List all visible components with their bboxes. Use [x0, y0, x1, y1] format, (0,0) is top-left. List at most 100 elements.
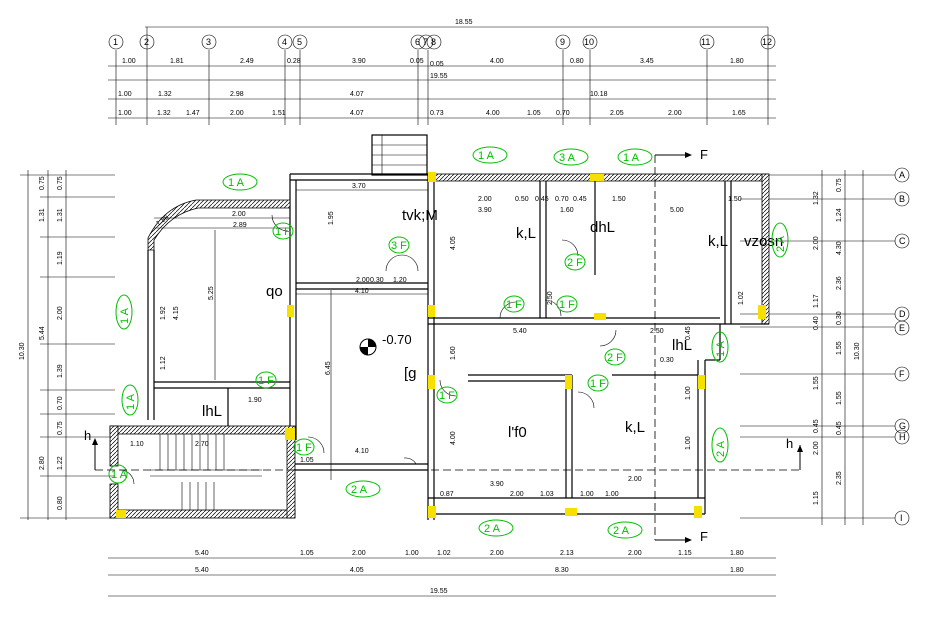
- dim-label: 1.20: [393, 277, 407, 284]
- dim-label: 1.15: [678, 550, 692, 557]
- dim-label: 2.00: [57, 306, 64, 320]
- dim-label: 0.30: [660, 357, 674, 364]
- dim-label: 0.30: [836, 311, 843, 325]
- tag-label: 1 A: [125, 393, 137, 410]
- tag-label: 2 F: [567, 257, 583, 269]
- dim-label: 2.00: [352, 550, 366, 557]
- axis-bubble-label: A: [899, 170, 905, 180]
- axis-bubble-label: 5: [297, 37, 302, 47]
- axis-bubbles-top: 1 2 3 4 5 6 7 8 9 10 11 12: [108, 34, 776, 50]
- level-marker: -0.70: [359, 332, 412, 356]
- dim-label: 2.00: [813, 236, 820, 250]
- dim-label: 1.60: [560, 207, 574, 214]
- dim-label: 0.70: [57, 396, 64, 410]
- doors: [119, 214, 617, 485]
- section-mark-label: F: [700, 147, 708, 162]
- dim-label: 4.15: [173, 306, 180, 320]
- dim-label: 2.00: [628, 476, 642, 483]
- room-label: vzosn: [744, 233, 783, 250]
- dim-label: 4.00: [486, 110, 500, 117]
- dim-label: 0.75: [57, 421, 64, 435]
- dim-label: 3.90: [352, 58, 366, 65]
- dim-label: 4.05: [450, 236, 457, 250]
- axis-bubble-label: 11: [701, 37, 710, 47]
- axis-bubble-label: F: [899, 369, 905, 379]
- axis-bubble-label: G: [899, 421, 906, 431]
- dim-label: 3.45: [640, 58, 654, 65]
- dim-label: 1.80: [730, 58, 744, 65]
- columns: [116, 172, 766, 518]
- dim-label: 1.00: [685, 386, 692, 400]
- dim-label: 19.55: [430, 588, 448, 595]
- tag-label: 1 F: [506, 299, 522, 311]
- dim-label: 1.02: [437, 550, 451, 557]
- dim-label: 1.02: [738, 291, 745, 305]
- dim-label: 1.05: [300, 550, 314, 557]
- overall-top-dimension: 18.55: [455, 19, 473, 26]
- left-dimensions: 10.30 0.75 1.31 5.44 2.80 0.75 1.31 1.19…: [19, 170, 115, 520]
- tag-label: 1 A: [119, 307, 131, 324]
- top-dimensions: 18.55 1.00 1.81 2.49 0.28 3.90 0.05 0.05…: [108, 19, 776, 125]
- room-label: l'f0: [508, 424, 527, 441]
- dim-label: 1.50: [728, 196, 742, 203]
- dim-label: 1.15: [813, 491, 820, 505]
- axis-bubble-label: 9: [560, 37, 565, 47]
- dim-label: 2.98: [230, 91, 244, 98]
- dim-label: 5.40: [513, 328, 527, 335]
- dim-label: 8.30: [555, 567, 569, 574]
- dim-label: 0.80: [570, 58, 584, 65]
- dim-label: 0.40: [813, 316, 820, 330]
- dim-label: 5.44: [39, 326, 46, 340]
- tag-label: 1 F: [275, 226, 291, 238]
- dim-label: 0.28: [287, 58, 301, 65]
- dim-label: 10.18: [590, 91, 608, 98]
- dim-label: 0.70: [555, 196, 569, 203]
- tag-label: 2 A: [775, 235, 787, 252]
- dim-label: 2.50: [650, 328, 664, 335]
- dim-label: 2.35: [836, 471, 843, 485]
- dim-label: 4.00: [450, 431, 457, 445]
- axis-bubble-label: 7: [423, 37, 428, 47]
- room-label: lhL: [672, 337, 692, 354]
- dim-label: 0.80: [57, 496, 64, 510]
- axis-bubble-label: 4: [282, 37, 287, 47]
- dim-label: 2.50: [547, 291, 554, 305]
- dim-label: 1.47: [186, 110, 200, 117]
- dim-label: 6.45: [325, 361, 332, 375]
- tag-label: 1 A: [111, 469, 128, 481]
- tag-label: 2 F: [607, 352, 623, 364]
- bottom-dimensions: 5.40 1.05 2.00 1.00 1.02 2.00 2.13 2.00 …: [108, 550, 776, 597]
- dim-label: 1.17: [813, 294, 820, 308]
- inner-dimensions: 3.70 2.00 2.89 1.95 5.25 4.15 1.92 1.12 …: [130, 183, 745, 498]
- room-labels: tvk;M qo lhL k,L vzosn dhL k,L lhL [g l'…: [202, 207, 783, 441]
- room-label: k,L: [625, 419, 645, 436]
- dim-label: 1.00: [122, 58, 136, 65]
- dim-label: 4.10: [355, 288, 369, 295]
- tag-label: 1 A: [228, 177, 245, 189]
- tag-label: 1 F: [590, 378, 606, 390]
- tag-label: 1 F: [439, 390, 455, 402]
- dim-label: 1.31: [57, 208, 64, 222]
- dim-label: 2.36: [836, 276, 843, 290]
- axis-bubble-label: I: [900, 513, 903, 523]
- dim-label: 1.32: [157, 110, 171, 117]
- dim-label: 2.80: [39, 456, 46, 470]
- dim-label: 5.25: [208, 286, 215, 300]
- walls: [109, 134, 770, 520]
- axis-bubble-label: C: [899, 236, 906, 246]
- room-label: tvk;M: [402, 207, 438, 224]
- section-mark-label: h: [786, 436, 793, 451]
- dim-label: 1.00: [405, 550, 419, 557]
- axis-bubble-label: 1: [113, 37, 118, 47]
- overall-right-dimension: 10.30: [854, 342, 861, 360]
- dim-label: 1.80: [730, 567, 744, 574]
- dim-label: 0.45: [573, 196, 587, 203]
- dim-label: 1.50: [612, 196, 626, 203]
- tag-label: 3 A: [559, 152, 576, 164]
- tag-label: 2 A: [351, 484, 368, 496]
- dim-label: 1.00: [118, 110, 132, 117]
- dim-label: 1.60: [450, 346, 457, 360]
- axis-bubble-label: 2: [144, 37, 149, 47]
- elevation-label: -0.70: [382, 332, 412, 347]
